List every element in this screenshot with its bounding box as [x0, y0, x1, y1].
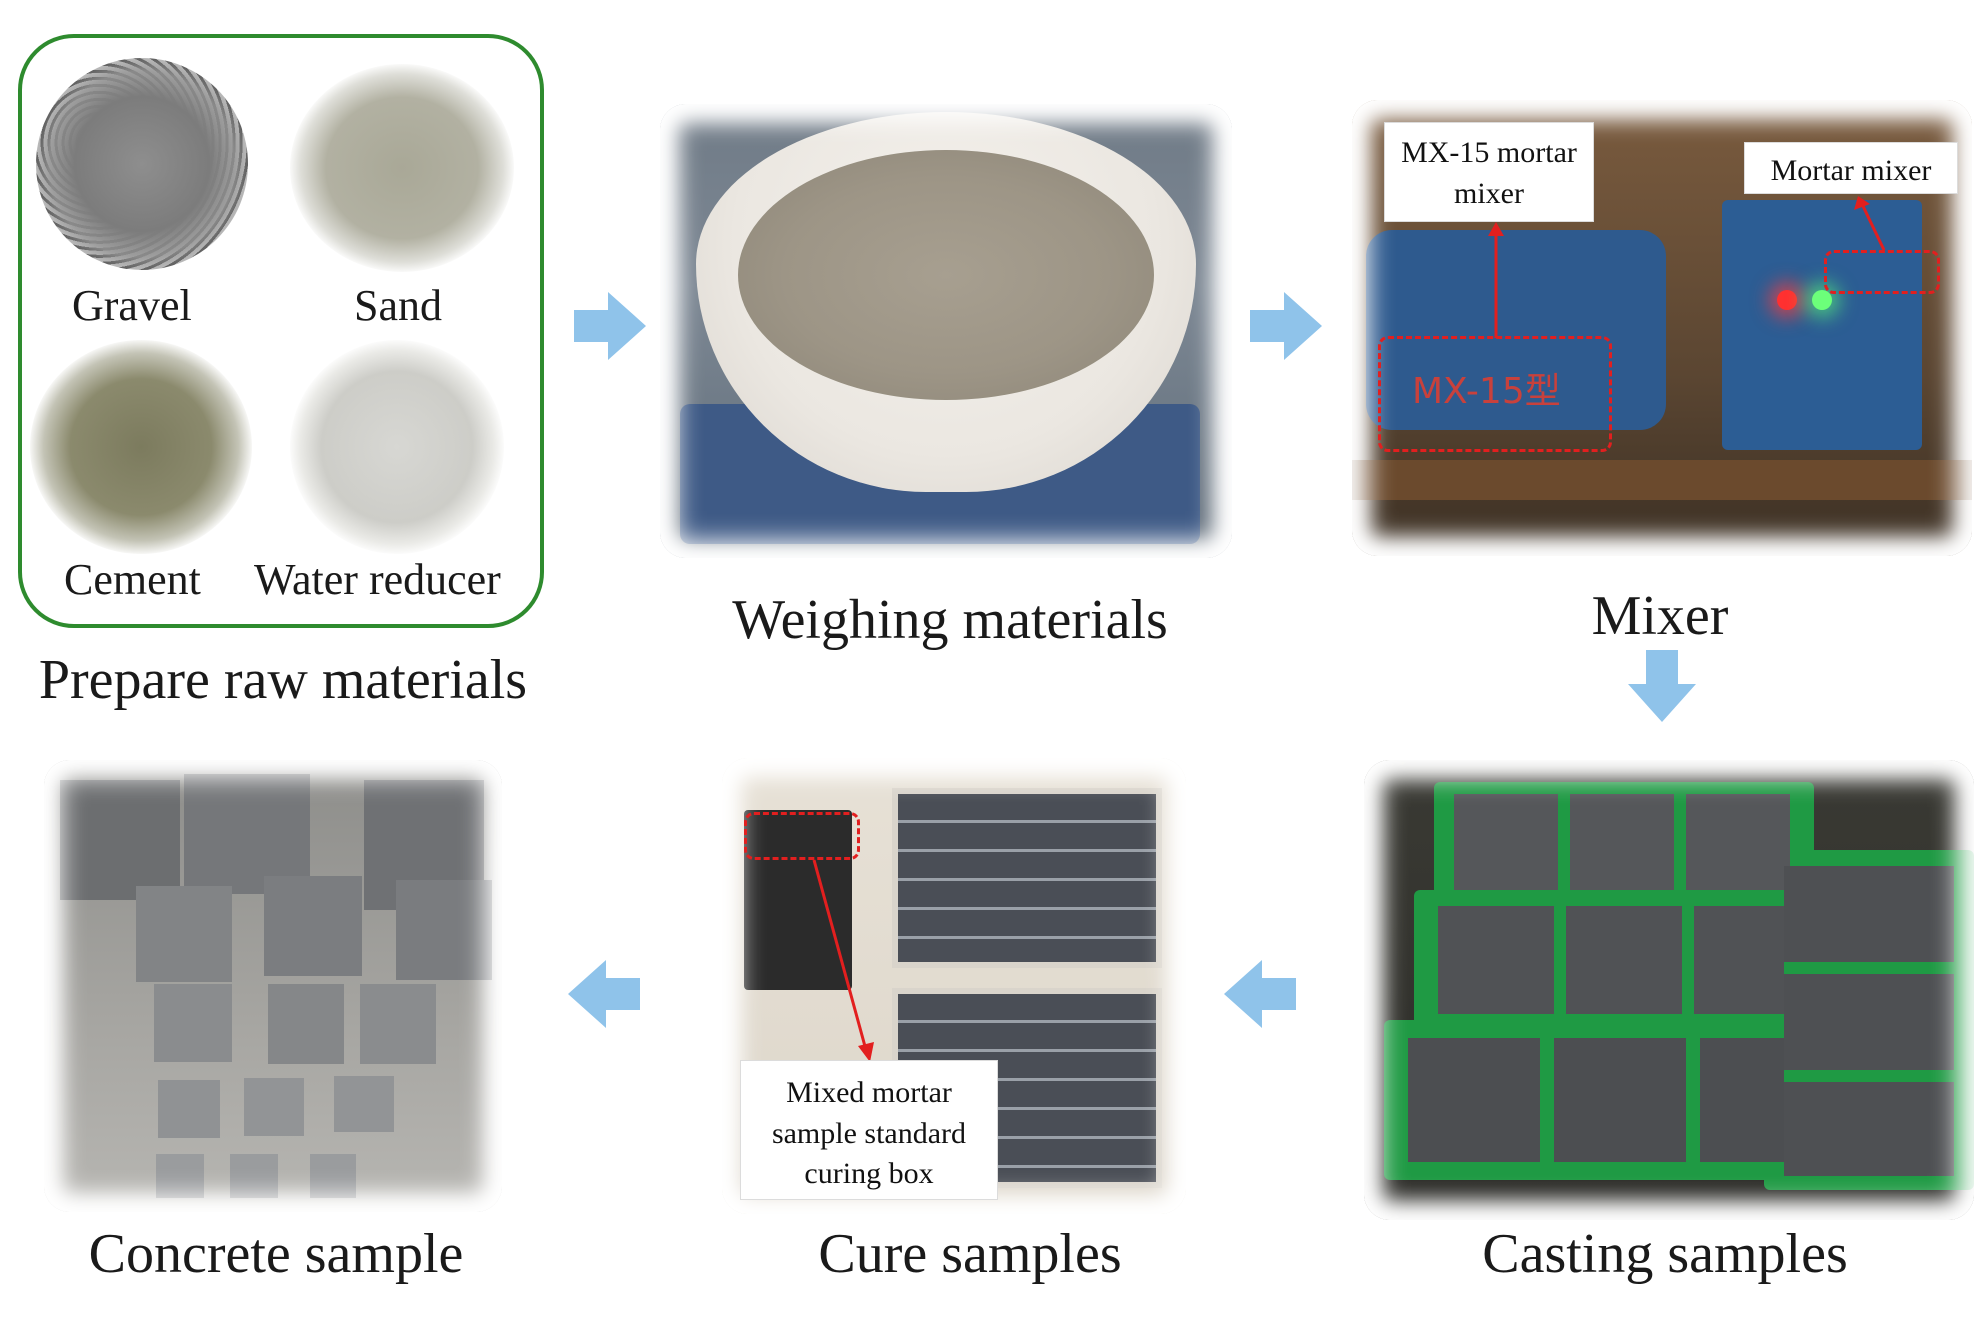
mid-cube-2	[264, 876, 362, 976]
small-cube-1	[154, 984, 232, 1062]
tiny-cube-6	[310, 1154, 356, 1198]
concrete-sample-photo	[44, 760, 502, 1212]
water-reducer-label: Water reducer	[254, 555, 501, 604]
mid-cube-1	[136, 886, 232, 982]
curing-box-photo	[722, 758, 1186, 1214]
arrow-right-icon	[1250, 290, 1322, 362]
curing-panel-callout-box	[744, 812, 860, 860]
tiny-cube-2	[244, 1078, 304, 1136]
tiny-cube-4	[156, 1154, 204, 1198]
small-cube-3	[360, 984, 436, 1064]
cement-image	[30, 340, 252, 554]
prepare-raw-materials-caption: Prepare raw materials	[38, 649, 528, 711]
mx15-callout-box	[1378, 336, 1612, 452]
arrow-down-icon	[1626, 650, 1698, 722]
tiny-cube-1	[158, 1080, 220, 1138]
red-light	[1777, 290, 1797, 310]
casting-caption: Casting samples	[1482, 1223, 1848, 1285]
arrow-right-icon	[574, 290, 646, 362]
gravel-image	[36, 58, 248, 270]
mixer-callout-box	[1824, 250, 1940, 294]
cube-side	[1784, 866, 1954, 1176]
weighing-caption: Weighing materials	[732, 589, 1168, 651]
mixer-cabinet	[1722, 200, 1922, 450]
casting-photo	[1364, 760, 1974, 1220]
chamber-upper	[892, 788, 1162, 968]
mixer-frame	[1352, 460, 1972, 500]
mixer-photo: MX-15型	[1352, 100, 1972, 556]
curing-box-label: Mixed mortar sample standard curing box	[740, 1060, 998, 1200]
cube-row-1	[1454, 794, 1794, 890]
weighing-photo	[660, 104, 1232, 558]
cement-label: Cement	[64, 555, 201, 604]
mixer-caption: Mixer	[1591, 585, 1729, 647]
cube-row-3	[1408, 1038, 1838, 1162]
concrete-sample-caption: Concrete sample	[88, 1223, 464, 1285]
sand-label: Sand	[354, 281, 442, 330]
gravel-label: Gravel	[72, 281, 192, 330]
water-reducer-image	[290, 340, 504, 554]
cube-row-2	[1438, 906, 1814, 1014]
mx15-label: MX-15 mortar mixer	[1384, 122, 1594, 222]
tiny-cube-5	[230, 1154, 278, 1198]
mx15-stamp: MX-15型	[1412, 371, 1561, 412]
cure-caption: Cure samples	[818, 1223, 1122, 1285]
large-cube-2	[184, 774, 310, 894]
raw-materials-frame	[18, 34, 544, 628]
green-light	[1812, 290, 1832, 310]
mid-cube-3	[396, 880, 492, 980]
arrow-left-icon	[1224, 958, 1296, 1030]
tiny-cube-3	[334, 1076, 394, 1132]
arrow-left-icon	[568, 958, 640, 1030]
small-cube-2	[268, 984, 344, 1064]
sand-image	[290, 64, 514, 272]
large-cube-1	[60, 780, 180, 900]
mixer-drum	[1366, 230, 1666, 430]
mortar-mixer-label: Mortar mixer	[1744, 142, 1958, 194]
sand-in-basin	[738, 150, 1154, 400]
